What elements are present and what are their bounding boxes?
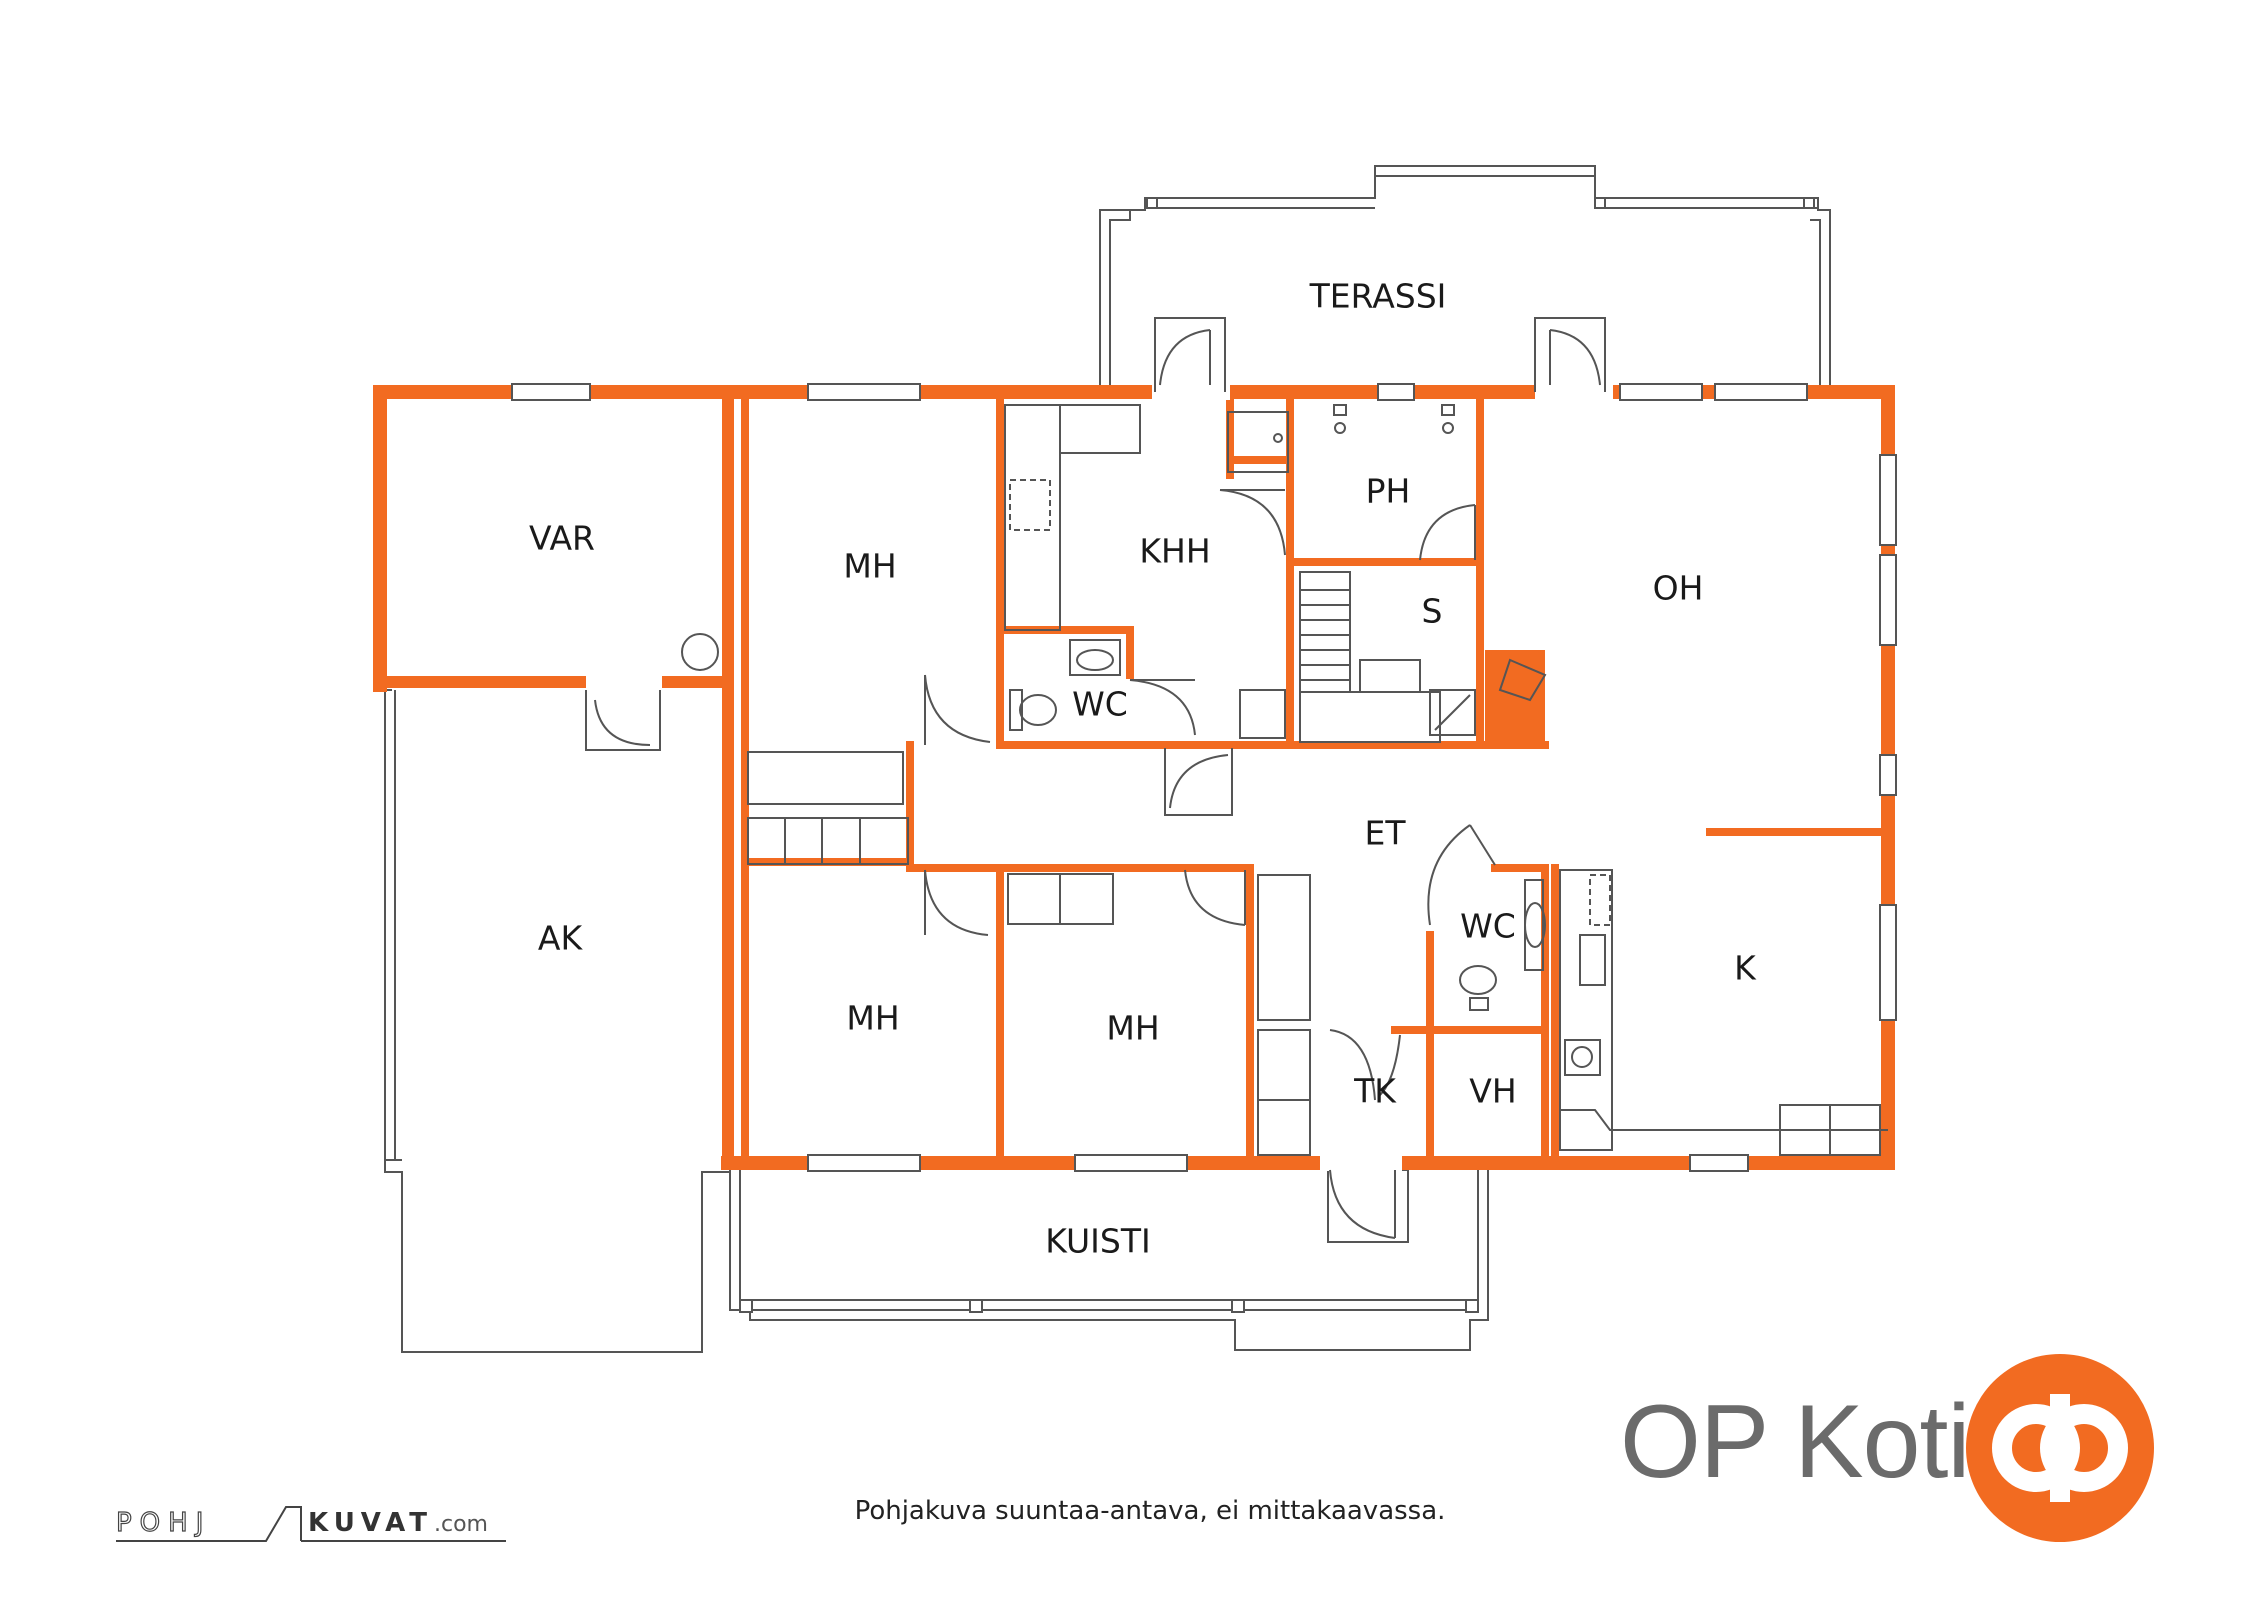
room-label-khh: KHH: [1139, 532, 1210, 571]
electric-panel-icon: [681, 633, 719, 671]
windows: [511, 383, 1897, 1172]
room-label-ph: PH: [1366, 472, 1411, 511]
room-label-var: VAR: [529, 519, 595, 558]
terrace-outline: [1099, 165, 1831, 385]
room-label-mh-3: MH: [1106, 1009, 1159, 1048]
sauna-benches: [1299, 571, 1476, 743]
pohjakuvat-logo-suffix: .com: [434, 1512, 488, 1537]
carport-outline: [384, 689, 730, 1353]
op-koti-brand: OP Koti: [1620, 1384, 1970, 1500]
room-labels: TERASSI VAR MH KHH PH S OH WC AK ET WC K…: [529, 277, 1757, 1261]
room-label-ak: AK: [538, 919, 584, 958]
pohjakuvat-logo-left: POHJ: [116, 1508, 211, 1538]
room-label-mh-1: MH: [843, 547, 896, 586]
room-label-oh: OH: [1653, 569, 1704, 608]
disclaimer-text: Pohjakuva suuntaa-antava, ei mittakaavas…: [854, 1496, 1446, 1526]
pohjakuvat-logo-right: KUVAT: [308, 1508, 433, 1538]
toilet-icon: [1009, 689, 1057, 731]
room-label-kuisti: KUISTI: [1045, 1222, 1150, 1261]
sink-icon: [1069, 639, 1121, 676]
room-label-terassi: TERASSI: [1309, 277, 1447, 316]
room-label-et: ET: [1364, 814, 1406, 853]
room-label-mh-2: MH: [846, 999, 899, 1038]
op-logo-icon: [1966, 1354, 2154, 1542]
room-label-k: K: [1734, 949, 1757, 988]
room-label-tk: TK: [1353, 1072, 1397, 1111]
pohjakuvat-logo: POHJ KUVAT .com: [116, 1506, 506, 1542]
room-label-s: S: [1422, 592, 1443, 631]
kitchen-counter: [1559, 869, 1888, 1156]
room-label-wc-2: WC: [1460, 907, 1516, 946]
fixtures: [681, 404, 1888, 1156]
door-swing-icon: [585, 317, 1606, 1239]
room-label-wc-1: WC: [1072, 685, 1128, 724]
room-label-vh: VH: [1469, 1072, 1516, 1111]
